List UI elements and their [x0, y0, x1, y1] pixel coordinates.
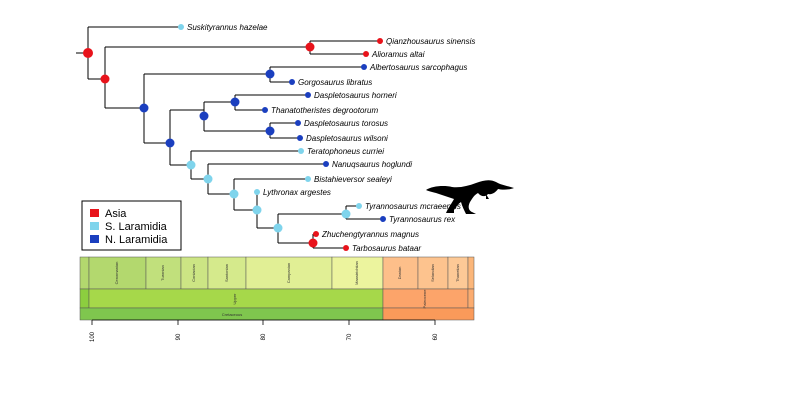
epoch-label-upper: Upper: [232, 293, 237, 305]
tip-alioramus: [363, 51, 369, 57]
geologic-timescale: [79, 256, 475, 321]
stage-cell-eocene-edge: [467, 256, 475, 290]
stage-cell-turonian: [145, 256, 182, 290]
node-tyrannosauridae-clade: [100, 74, 110, 84]
node-daspletosaurus-horneri-pair: [230, 97, 240, 107]
taxon-label-gorgosaurus: Gorgosaurus libratus: [298, 78, 372, 87]
node-tyrannosaurus: [341, 209, 351, 219]
taxon-label-nanuqsaurus: Nanuqsaurus hoglundi: [332, 160, 412, 169]
legend-swatch-asia: [90, 209, 99, 217]
node-root: [83, 48, 93, 58]
tip-markers: [178, 24, 386, 251]
axis-tick-label-70: 70: [347, 333, 353, 340]
legend: Asia S. Laramidia N. Laramidia: [81, 200, 182, 251]
taxon-label-tyrannosaurus-rex: Tyrannosaurus rex: [389, 215, 456, 224]
epoch-label-paleocene: Paleocene: [422, 289, 427, 309]
tip-bistahieversor: [305, 176, 311, 182]
taxon-label-daspletosaurus-horneri: Daspletosaurus horneri: [314, 91, 397, 100]
stage-label-danian: Danian: [397, 267, 402, 280]
period-label-cretaceous: Cretaceous: [222, 312, 242, 317]
stage-label-coniacian: Coniacian: [191, 264, 196, 282]
tip-gorgosaurus: [289, 79, 295, 85]
taxon-label-daspletosaurus-torosus: Daspletosaurus torosus: [304, 119, 388, 128]
tip-suskityrannus: [178, 24, 184, 30]
node-tyrannosaurinae: [165, 138, 175, 148]
stage-cell-danian: [382, 256, 419, 290]
node-nanuqsaurus-clade: [203, 174, 213, 184]
taxon-label-qianzhousaurus: Qianzhousaurus sinensis: [386, 37, 475, 46]
epoch-cell-eocene-edge: [467, 288, 475, 309]
stage-cell-campanian: [245, 256, 333, 290]
node-core-tyrannosaurids: [139, 103, 149, 113]
stage-label-selandian: Selandian: [430, 264, 435, 282]
epoch-cell-lower-edge: [79, 288, 90, 309]
tip-daspletosaurus-horneri: [305, 92, 311, 98]
node-tarbosaurus-clade: [308, 238, 318, 248]
node-alioramini: [305, 42, 315, 52]
axis-tick-label-80: 80: [261, 333, 267, 340]
node-albertosaurinae: [265, 69, 275, 79]
stage-cell-cenomanian: [88, 256, 147, 290]
stage-label-turonian: Turonian: [160, 265, 165, 281]
legend-swatch-n-laramidia: [90, 235, 99, 243]
axis-tick-label-60: 60: [433, 333, 439, 340]
stage-cell-albian-edge: [79, 256, 90, 290]
tip-teratophoneus: [298, 148, 304, 154]
tyrannosaur-silhouette-icon: [426, 180, 514, 214]
tip-albertosaurus: [361, 64, 367, 70]
node-daspletosaurini: [199, 111, 209, 121]
taxon-label-tarbosaurus: Tarbosaurus bataar: [352, 244, 421, 253]
stage-cell-santonian: [207, 256, 247, 290]
timescale-labels: Cenomanian Turonian Coniacian Santonian …: [114, 261, 460, 317]
stage-label-cenomanian: Cenomanian: [114, 262, 119, 285]
node-daspletosaurus-pair: [265, 126, 275, 136]
period-cell-paleogene: [382, 307, 475, 321]
tip-nanuqsaurus: [323, 161, 329, 167]
internal-nodes: [83, 42, 351, 248]
stage-label-santonian: Santonian: [224, 264, 229, 282]
time-axis: 100 90 80 70 60: [90, 319, 439, 342]
legend-label-n-laramidia: N. Laramidia: [105, 234, 168, 246]
legend-label-s-laramidia: S. Laramidia: [105, 221, 168, 233]
taxon-label-daspletosaurus-wilsoni: Daspletosaurus wilsoni: [306, 134, 388, 143]
taxon-label-thanatotheristes: Thanatotheristes degrootorum: [271, 106, 379, 115]
stage-cell-maastrichtian: [331, 256, 384, 290]
taxon-label-albertosaurus: Albertosaurus sarcophagus: [369, 63, 467, 72]
tip-daspletosaurus-torosus: [295, 120, 301, 126]
tip-thanatotheristes: [262, 107, 268, 113]
taxon-label-teratophoneus: Teratophoneus curriei: [307, 147, 384, 156]
tip-tyrannosaurus-mcraeensis: [356, 203, 362, 209]
axis-tick-label-100: 100: [90, 331, 96, 342]
taxon-labels: Suskityrannus hazelae Qianzhousaurus sin…: [187, 23, 475, 253]
tip-daspletosaurus-wilsoni: [297, 135, 303, 141]
taxon-label-bistahieversor: Bistahieversor sealeyi: [314, 175, 392, 184]
tip-qianzhousaurus: [377, 38, 383, 44]
taxon-label-suskityrannus: Suskityrannus hazelae: [187, 23, 268, 32]
node-tyrannosaurini: [273, 223, 283, 233]
taxon-label-lythronax: Lythronax argestes: [263, 188, 331, 197]
stage-label-thanetian: Thanetian: [455, 264, 460, 282]
taxon-label-tyrannosaurus-mcraeensis: Tyrannosaurus mcraeensis: [365, 202, 461, 211]
stage-label-maastrichtian: Maastrichtian: [354, 261, 359, 285]
legend-label-asia: Asia: [105, 208, 127, 220]
node-teratophoneini: [186, 160, 196, 170]
tip-tarbosaurus: [343, 245, 349, 251]
node-lythronax-clade: [252, 205, 262, 215]
taxon-label-alioramus: Alioramus altai: [371, 50, 425, 59]
taxon-label-zhuchengtyrannus: Zhuchengtyrannus magnus: [321, 230, 419, 239]
tip-lythronax: [254, 189, 260, 195]
tip-zhuchengtyrannus: [313, 231, 319, 237]
axis-tick-label-90: 90: [176, 333, 182, 340]
stage-label-campanian: Campanian: [286, 263, 291, 283]
legend-swatch-s-laramidia: [90, 222, 99, 230]
node-bistahieversor-clade: [229, 189, 239, 199]
tip-tyrannosaurus-rex: [380, 216, 386, 222]
